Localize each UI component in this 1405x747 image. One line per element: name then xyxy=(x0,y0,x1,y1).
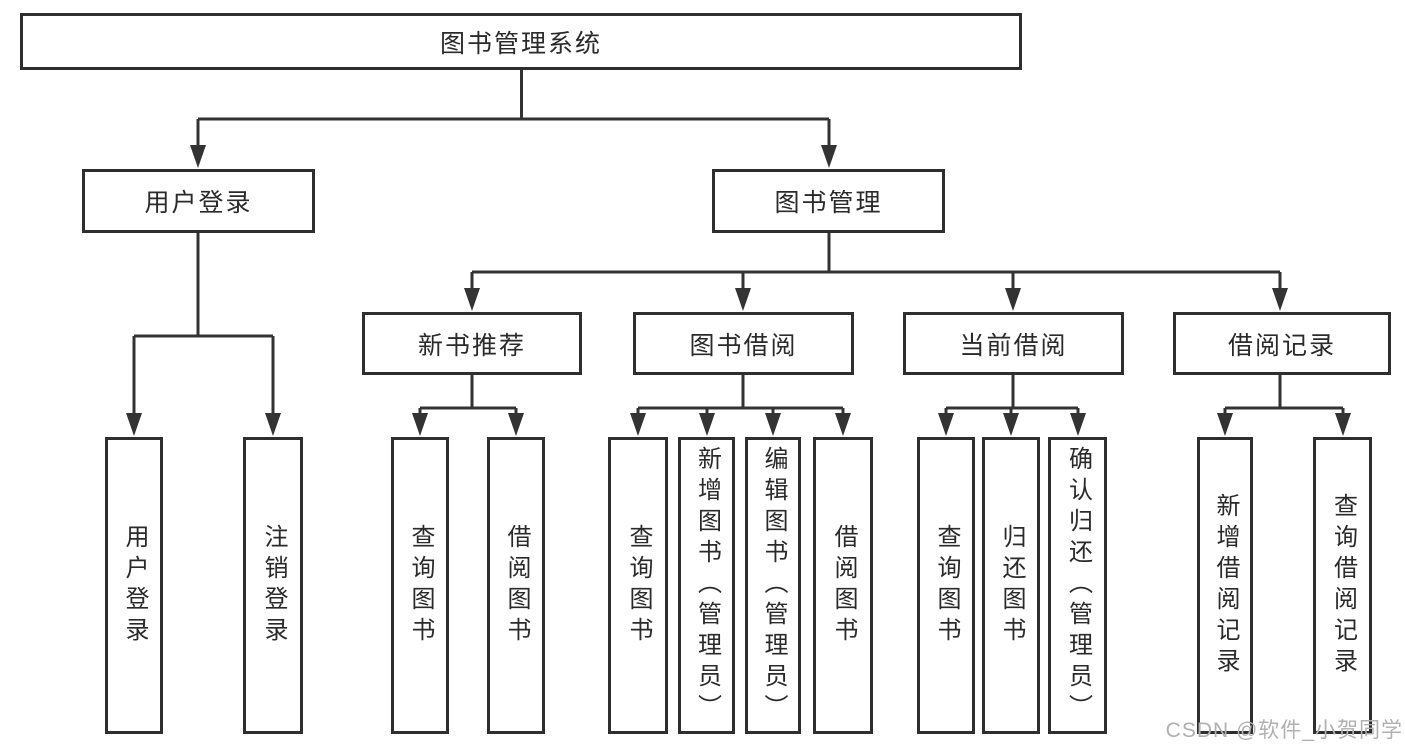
leaf-current-confirm-admin-label: 确认归还（管理员） xyxy=(1064,446,1092,725)
leaf-record-query-label: 查询借阅记录 xyxy=(1329,492,1357,679)
node-book-borrow-label: 图书借阅 xyxy=(689,331,798,360)
leaf-newbook-query-label: 查询图书 xyxy=(407,523,434,648)
leaf-borrow-edit-admin-label: 编辑图书（管理员） xyxy=(760,446,787,725)
leaf-logout-label: 注销登录 xyxy=(260,523,287,648)
leaf-borrow-edit-admin: 编辑图书（管理员） xyxy=(745,437,801,734)
node-borrow-records-label: 借阅记录 xyxy=(1227,331,1336,360)
leaf-current-query-label: 查询图书 xyxy=(933,523,960,648)
node-new-book-recommend: 新书推荐 xyxy=(362,312,582,375)
node-book-management-label: 图书管理 xyxy=(774,189,883,217)
node-current-borrow-label: 当前借阅 xyxy=(959,331,1068,360)
leaf-record-add-label: 新增借阅记录 xyxy=(1212,492,1239,679)
node-user-login: 用户登录 xyxy=(82,169,315,233)
leaf-record-add: 新增借阅记录 xyxy=(1197,437,1253,734)
leaf-newbook-borrow-label: 借阅图书 xyxy=(503,523,530,648)
node-root-label: 图书管理系统 xyxy=(439,29,602,58)
leaf-current-confirm-admin: 确认归还（管理员） xyxy=(1048,437,1107,734)
leaf-record-query: 查询借阅记录 xyxy=(1313,437,1372,734)
leaf-borrow-add-admin-label: 新增图书（管理员） xyxy=(693,446,721,725)
leaf-newbook-query: 查询图书 xyxy=(391,437,449,734)
node-new-book-recommend-label: 新书推荐 xyxy=(417,331,526,360)
leaf-newbook-borrow: 借阅图书 xyxy=(487,437,545,734)
leaf-current-return: 归还图书 xyxy=(982,437,1040,734)
node-root: 图书管理系统 xyxy=(20,13,1022,70)
leaf-borrow-borrow-label: 借阅图书 xyxy=(830,523,857,648)
leaf-borrow-query: 查询图书 xyxy=(608,437,668,734)
node-book-borrow: 图书借阅 xyxy=(633,312,854,375)
node-user-login-label: 用户登录 xyxy=(144,189,253,217)
leaf-current-return-label: 归还图书 xyxy=(998,523,1025,648)
node-current-borrow: 当前借阅 xyxy=(903,312,1124,375)
leaf-borrow-query-label: 查询图书 xyxy=(625,523,652,648)
node-book-management: 图书管理 xyxy=(712,169,945,233)
arrowheads xyxy=(126,145,1351,436)
leaf-logout: 注销登录 xyxy=(243,437,303,734)
leaf-user-login: 用户登录 xyxy=(105,437,163,734)
leaf-borrow-add-admin: 新增图书（管理员） xyxy=(678,437,735,734)
leaf-user-login-label: 用户登录 xyxy=(121,523,148,648)
leaf-borrow-borrow: 借阅图书 xyxy=(813,437,873,734)
leaf-current-query: 查询图书 xyxy=(917,437,975,734)
node-borrow-records: 借阅记录 xyxy=(1173,312,1391,375)
